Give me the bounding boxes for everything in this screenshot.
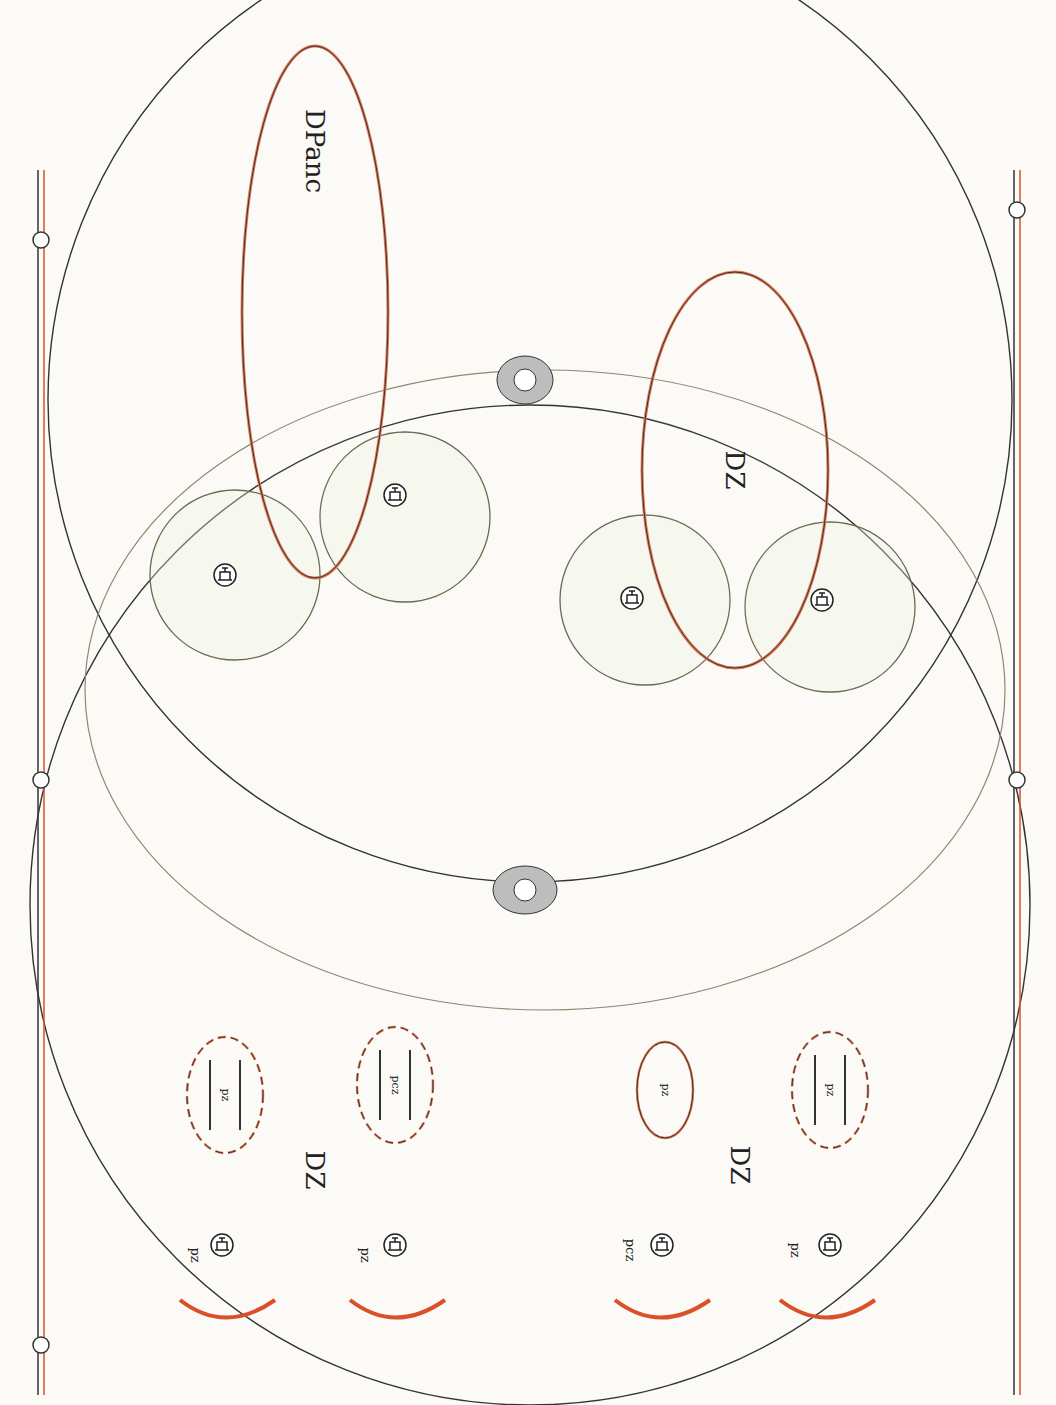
zone-circle: pz xyxy=(145,1170,315,1340)
zone-label: pz xyxy=(358,1247,373,1262)
zone-ellipse: pz xyxy=(185,1035,265,1155)
area-label: DZ xyxy=(725,1146,755,1185)
zone-label: DZ xyxy=(720,451,750,490)
upper-circle xyxy=(48,0,1012,882)
zone-label: pz xyxy=(788,1242,803,1257)
zone-ellipse: DZ xyxy=(640,270,830,670)
zone-circle: pz xyxy=(745,1165,915,1335)
rails xyxy=(33,170,1025,1395)
zone-ellipse: pcz xyxy=(355,1025,435,1145)
zone-circle: pcz xyxy=(580,1165,750,1335)
zone-label: pz xyxy=(659,1082,672,1099)
zone-ellipse: pz xyxy=(790,1030,870,1150)
zone-ellipse: DPanc xyxy=(240,44,390,580)
zone-label: pcz xyxy=(389,1074,402,1097)
lower-circle xyxy=(30,405,1030,1405)
zone-label: DPanc xyxy=(300,109,330,193)
zone-label: pcz xyxy=(623,1239,638,1261)
zone-label: pz xyxy=(219,1087,232,1104)
inner-ellipse xyxy=(85,370,1005,1010)
zone-circle: pz xyxy=(315,1170,485,1340)
zone-ellipse: pz xyxy=(635,1040,695,1140)
zone-label: pz xyxy=(824,1082,837,1099)
area-label: DZ xyxy=(300,1151,330,1190)
orange-arcs xyxy=(180,1300,875,1318)
oval-marks xyxy=(210,1050,845,1130)
grey-posts xyxy=(493,356,557,914)
zone-label: pz xyxy=(188,1247,203,1262)
